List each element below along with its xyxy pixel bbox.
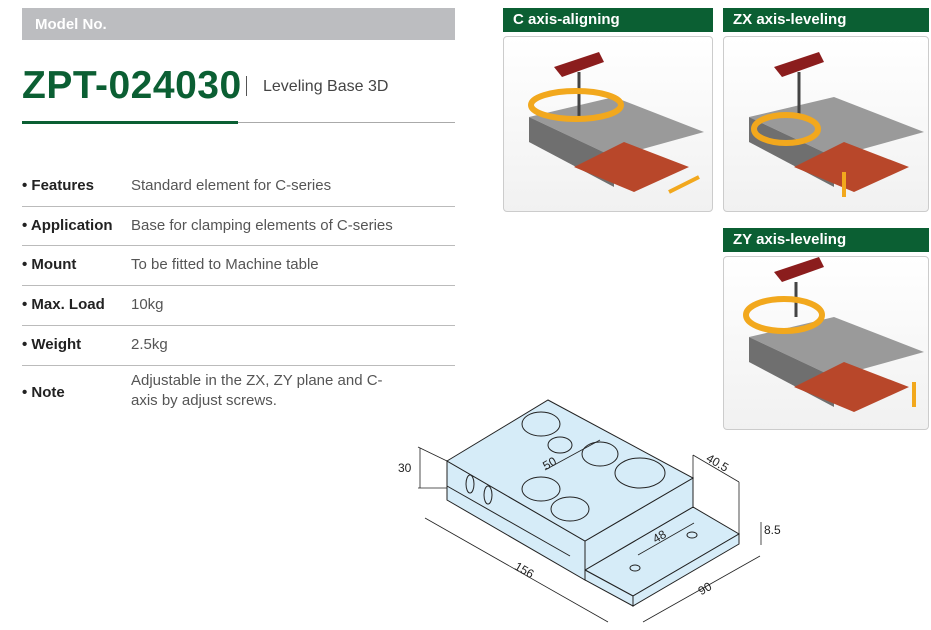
c-axis-illustration: [503, 36, 713, 212]
spec-value: To be fitted to Machine table: [131, 256, 319, 273]
model-no-label: Model No.: [35, 16, 107, 33]
zy-axis-illustration: [723, 256, 929, 430]
spec-label: • Features: [22, 177, 94, 194]
dim-plate-hole-pitch: 48: [650, 527, 669, 546]
model-number: ZPT-024030: [22, 64, 242, 107]
spec-label: • Max. Load: [22, 296, 105, 313]
dim-hole-pitch: 50: [540, 454, 559, 473]
dim-width: 90: [696, 579, 715, 598]
spec-row-max-load: • Max. Load 10kg: [22, 285, 455, 326]
spec-row-mount: • Mount To be fitted to Machine table: [22, 245, 455, 286]
spec-value: Adjustable in the ZX, ZY plane and C-axi…: [131, 372, 383, 409]
spec-label: • Weight: [22, 336, 82, 353]
product-subtitle: Leveling Base 3D: [263, 78, 389, 95]
title-underline: [22, 122, 455, 123]
dim-length: 156: [512, 559, 537, 581]
panel-title-zx-axis: ZX axis-leveling: [723, 8, 929, 32]
spec-row-application: • Application Base for clamping elements …: [22, 206, 455, 246]
spec-label: • Application: [22, 217, 113, 234]
spec-value: Standard element for C-series: [131, 177, 332, 194]
dim-height: 30: [398, 461, 412, 475]
spec-value: 10kg: [131, 296, 164, 313]
spec-row-features: • Features Standard element for C-series: [22, 166, 455, 207]
spec-row-note: • Note Adjustable in the ZX, ZY plane and…: [22, 365, 455, 419]
spec-label: • Mount: [22, 256, 77, 273]
panel-title-c-axis: C axis-aligning: [503, 8, 713, 32]
panel-title-zy-axis: ZY axis-leveling: [723, 228, 929, 252]
model-no-bar: Model No.: [22, 8, 455, 40]
spec-value: 2.5kg: [131, 336, 168, 353]
spec-value: Base for clamping elements of C-series: [131, 217, 393, 234]
spec-row-weight: • Weight 2.5kg: [22, 325, 455, 366]
dim-step-width: 40.5: [704, 451, 732, 475]
title-underline-accent: [22, 121, 238, 124]
title-divider: [246, 76, 247, 96]
zx-axis-illustration: [723, 36, 929, 212]
spec-label: • Note: [22, 384, 65, 401]
dim-plate-thickness: 8.5: [764, 523, 781, 537]
